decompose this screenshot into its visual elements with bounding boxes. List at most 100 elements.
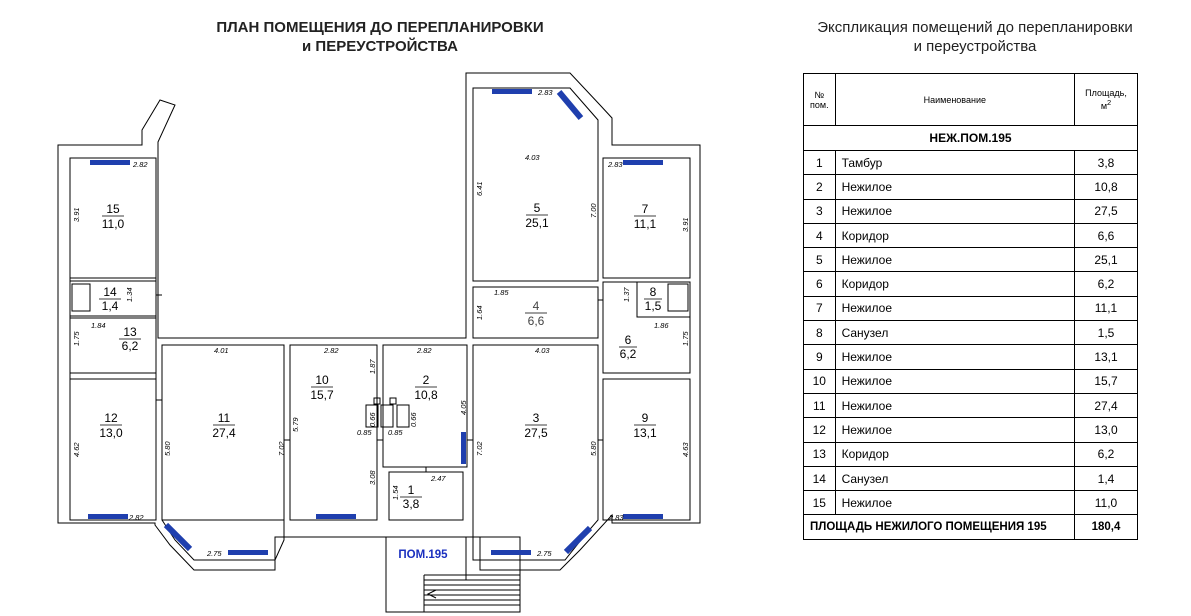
room-15-area: 11,0 [102, 217, 125, 231]
room-10-number: 10 [315, 373, 329, 387]
row-name: Нежилое [834, 490, 1076, 516]
row-area: 6,2 [1074, 441, 1138, 467]
col-number-line2: пом. [810, 99, 829, 110]
row-number: 13 [803, 441, 836, 467]
room-13-area: 6,2 [122, 339, 139, 353]
dim: 2.75 [206, 549, 222, 558]
row-name: Нежилое [834, 247, 1076, 273]
outer-wall [57, 72, 701, 613]
room-14-area: 1,4 [102, 299, 119, 313]
room-14-fixture [71, 283, 91, 312]
room-14-outline [69, 280, 157, 317]
window [491, 550, 531, 555]
total-row: ПЛОЩАДЬ НЕЖИЛОГО ПОМЕЩЕНИЯ 195 180,4 [803, 514, 1138, 540]
col-area-sup: 2 [1107, 98, 1112, 107]
row-number: 2 [803, 174, 836, 200]
table-header-row: № пом. Наименование Площадь, м2 [803, 73, 1138, 126]
row-name: Нежилое [834, 392, 1076, 419]
room-13-number: 13 [123, 325, 137, 339]
room-5-area: 25,1 [525, 216, 549, 230]
dim: 3.91 [681, 217, 690, 232]
room-8-fixture [667, 283, 689, 312]
col-header-number: № пом. [803, 73, 836, 126]
dim: 1.75 [681, 331, 690, 346]
dim: 2.83 [608, 513, 624, 522]
dim: 7.02 [475, 441, 484, 456]
room-15-outline [69, 157, 157, 279]
windows [88, 89, 663, 555]
sink-1 [365, 404, 379, 428]
room-7-area: 11,1 [634, 217, 657, 231]
row-number: 4 [803, 222, 836, 249]
room-2-number: 2 [423, 373, 430, 387]
row-area: 11,1 [1074, 295, 1138, 322]
room-1-number: 1 [408, 483, 415, 497]
window [316, 514, 356, 519]
dim: 0.85 [388, 428, 403, 437]
row-number: 10 [803, 368, 836, 394]
room-15-number: 15 [106, 202, 120, 216]
room-12-area: 13,0 [99, 426, 123, 440]
dim: 0.66 [409, 412, 418, 427]
dim: 4.63 [681, 442, 690, 457]
row-area: 6,6 [1074, 222, 1138, 249]
row-number: 7 [803, 295, 836, 322]
dim: 1.34 [125, 287, 134, 302]
room-3-number: 3 [533, 411, 540, 425]
dim: 5.80 [589, 441, 598, 456]
dim: 2.47 [430, 474, 446, 483]
dim: 1.85 [494, 288, 509, 297]
plan-title: ПЛАН ПОМЕЩЕНИЯ ДО ПЕРЕПЛАНИРОВКИ и ПЕРЕУ… [120, 18, 640, 56]
room-11-number: 11 [218, 411, 231, 425]
room-2-area: 10,8 [414, 388, 438, 402]
window [623, 514, 663, 519]
row-number: 11 [803, 392, 836, 419]
room-3-outline [472, 344, 599, 561]
dim: 7.02 [277, 441, 286, 456]
row-number: 8 [803, 320, 836, 346]
dim: 2.82 [323, 346, 339, 355]
row-number: 1 [803, 149, 836, 176]
underline [99, 214, 662, 498]
dim: 3.08 [368, 470, 377, 485]
window [461, 432, 466, 464]
dim: 1.64 [475, 305, 484, 320]
window [163, 522, 193, 552]
col-area-line2: м2 [1081, 98, 1131, 111]
room-9-outline [602, 378, 691, 521]
sink-3 [396, 404, 410, 428]
row-area: 13,0 [1074, 417, 1138, 443]
room-4-number: 4 [533, 299, 540, 313]
room-labels: 15 11,0 14 1,4 13 6,2 12 13,0 11 27,4 10… [99, 201, 661, 511]
dim: 4.03 [525, 153, 540, 162]
col-header-area: Площадь, м2 [1074, 73, 1138, 126]
total-label: ПЛОЩАДЬ НЕЖИЛОГО ПОМЕЩЕНИЯ 195 [803, 514, 1075, 540]
room-9-number: 9 [642, 411, 649, 425]
dim: 1.87 [368, 359, 377, 374]
row-name: Тамбур [834, 149, 1076, 176]
dim: 4.03 [535, 346, 550, 355]
row-number: 9 [803, 344, 836, 370]
col-area-unit: м [1100, 101, 1107, 111]
window [492, 89, 532, 94]
room-4-area: 6,6 [528, 314, 545, 328]
dim: 1.84 [91, 321, 106, 330]
room-11-outline [161, 344, 285, 521]
dim: 2.75 [536, 549, 552, 558]
row-area: 11,0 [1074, 490, 1138, 516]
room-6-area: 6,2 [620, 347, 637, 361]
room-6-outline [602, 281, 691, 374]
dim: 2.83 [607, 160, 623, 169]
row-area: 25,1 [1074, 247, 1138, 273]
row-name: Санузел [834, 465, 1076, 492]
plan-title-line2: и ПЕРЕУСТРОЙСТВА [302, 38, 458, 55]
window [563, 525, 593, 555]
